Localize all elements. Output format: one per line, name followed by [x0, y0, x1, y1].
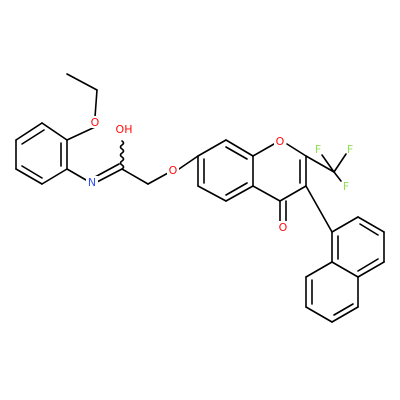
atom-o-ether: O: [169, 164, 178, 177]
bond-na-4: [357, 261, 385, 278]
atom-o-ethoxy: O: [91, 116, 100, 129]
bond-ph-2: [15, 122, 43, 141]
bond-ethyl-ch3: [66, 73, 98, 91]
atom-f2: F: [347, 143, 353, 156]
atom-o-carbonyl: O: [279, 221, 288, 234]
bond-n-c-double: [94, 163, 120, 178]
bond-o-aryl: [66, 126, 96, 141]
label-bg-n-imine: [86, 176, 98, 188]
bond-ph-double-2: [21, 165, 43, 179]
label-bg-o-ring: [274, 135, 286, 147]
imidate-linker: [66, 140, 199, 185]
bond-chromone-naph: [305, 185, 333, 233]
bond-nb-3: [305, 306, 333, 323]
bond-py-5: [252, 185, 281, 202]
phenyl-ring: [15, 122, 68, 185]
bond-cf3-f2: [333, 153, 347, 173]
bond-o-chromone: [178, 155, 199, 170]
atom-labels: O OH N O O F F F O: [86, 116, 353, 234]
bond-nb-4: [331, 306, 359, 323]
bond-ph-5: [41, 168, 68, 185]
atom-f1: F: [315, 143, 321, 156]
bond-nb-1: [305, 261, 333, 278]
bond-nb-double-2: [333, 303, 354, 316]
bond-ph-4: [15, 168, 43, 185]
bond-cf3-c: [305, 155, 335, 173]
bond-ph-double-1: [21, 129, 45, 145]
label-bg-o-ethoxy: [89, 116, 101, 128]
bond-na-double-2: [357, 258, 379, 272]
bond-cb-1: [197, 139, 227, 157]
bond-n-c: [96, 168, 123, 183]
bond-cf3-f3: [333, 171, 342, 182]
bond-cf3-f1: [321, 154, 335, 173]
atom-n-imine: N: [88, 176, 96, 189]
label-bg-o-ether: [167, 164, 179, 176]
bond-ethyl-o: [94, 89, 98, 118]
bond-na-5: [331, 261, 359, 278]
bond-na-2: [357, 216, 385, 233]
trifluoromethyl-group: [305, 153, 347, 182]
label-bg-o-carbonyl: [277, 221, 289, 233]
atom-o-hydroxyl: OH: [116, 123, 133, 136]
bond-cb-2: [225, 139, 254, 157]
atom-f3: F: [343, 180, 349, 193]
bond-c-ch2: [121, 168, 149, 185]
bond-py-1: [252, 143, 275, 157]
bond-cb-double-2: [225, 182, 248, 196]
bond-na-1: [331, 216, 359, 233]
naphthalene-group: [305, 185, 385, 323]
bond-py-4: [279, 185, 307, 202]
bond-na-double-1: [359, 223, 379, 236]
bond-cb-4: [225, 185, 254, 202]
pyranone-ring: [252, 143, 307, 223]
bond-aryl-n: [66, 168, 87, 181]
bond-ph-1: [41, 122, 68, 141]
bond-c-oh-wavy: [119, 140, 125, 170]
atom-o-ring: O: [276, 135, 285, 148]
bond-cb-5: [197, 185, 227, 202]
bond-ch2-o: [147, 172, 169, 185]
bond-py-2: [286, 143, 307, 157]
bond-cb-double-1: [225, 146, 248, 160]
chromone-benzo-ring: [197, 139, 254, 202]
ethoxy-group: [66, 73, 98, 141]
